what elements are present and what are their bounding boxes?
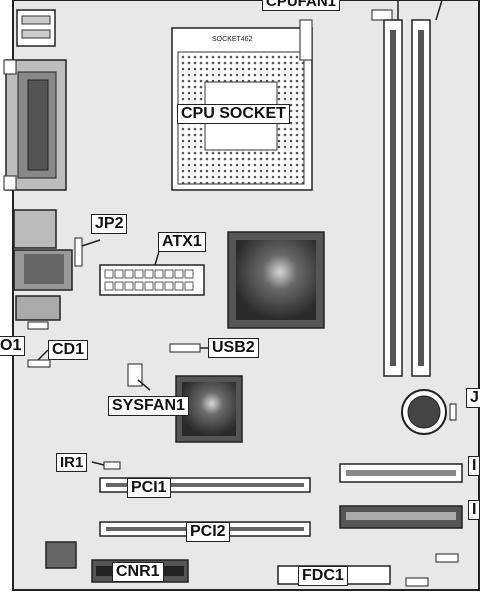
dimm-slots (383, 0, 443, 377)
usb-lan-ports (13, 209, 73, 321)
pci2-label: PCI2 (186, 522, 230, 542)
socket-model-text: SOCKET462 (212, 36, 253, 43)
io-port-block (3, 59, 67, 191)
ide-connectors (339, 463, 463, 529)
i-lower-label: I (468, 500, 480, 520)
bottom-right-header-1 (435, 553, 459, 563)
ir1-label: IR1 (56, 453, 88, 472)
bottom-right-header-2 (405, 577, 429, 587)
pci1-label: PCI1 (127, 478, 171, 498)
ir1-header (103, 461, 121, 470)
j-right-label: J (466, 388, 480, 408)
northbridge-chip (227, 231, 325, 329)
bottom-left-component (45, 541, 77, 569)
o1-header (27, 321, 49, 330)
o1-label: O1 (0, 336, 26, 356)
jp2-label: JP2 (91, 214, 128, 234)
cpufan-label: CPUFAN1 (262, 0, 341, 11)
cnr1-label: CNR1 (112, 562, 164, 582)
cd1-label: CD1 (48, 340, 89, 360)
cpufan-header (371, 9, 393, 21)
j-header (449, 403, 457, 421)
usb2-label: USB2 (208, 338, 259, 358)
top-left-connector (16, 9, 56, 47)
cpu-socket-label: CPU SOCKET (177, 104, 290, 124)
fdc1-label: FDC1 (298, 566, 348, 586)
atx1-connector (99, 264, 205, 296)
jp2-header (74, 237, 83, 267)
usb2-header (169, 343, 201, 353)
i-upper-label: I (468, 456, 480, 476)
sysfan1-header (127, 363, 143, 387)
cd1-header (27, 359, 51, 368)
sysfan1-label: SYSFAN1 (108, 396, 189, 416)
atx1-label: ATX1 (158, 232, 206, 252)
cmos-battery (401, 389, 447, 435)
